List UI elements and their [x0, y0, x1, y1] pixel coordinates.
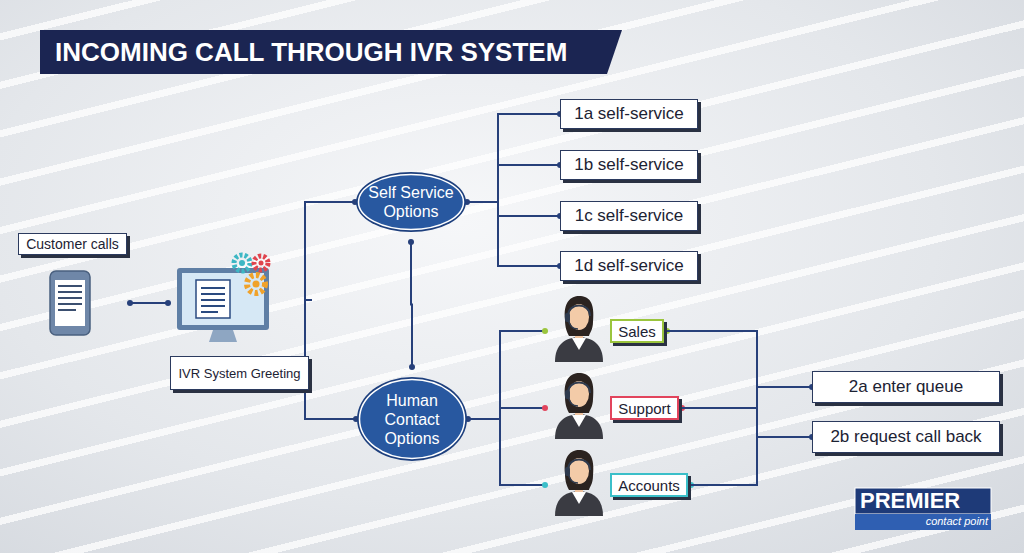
ellipse-fill — [359, 175, 464, 230]
connector-line — [691, 437, 812, 485]
box-text: 1d self-service — [574, 256, 684, 276]
diagram-title: INCOMING CALL THROUGH IVR SYSTEM — [55, 37, 567, 68]
ivr-node: IVR System Greeting — [168, 255, 312, 390]
box-text: IVR System Greeting — [178, 366, 300, 381]
label-card: 1a self-service — [560, 99, 698, 129]
connector-line — [130, 302, 168, 304]
connector-line — [305, 300, 356, 419]
option-label: Self Service Options — [365, 183, 457, 221]
option-ellipse: Self Service Options — [355, 162, 467, 242]
department-node: Support — [545, 377, 682, 439]
connector-line — [467, 114, 560, 202]
option-label: Human Contact Options — [368, 391, 456, 448]
label-card: IVR System Greeting — [170, 356, 309, 390]
connector-dot — [165, 300, 171, 306]
box-text: 2a enter queue — [849, 377, 963, 397]
connector-line — [691, 387, 812, 485]
connector-line — [682, 408, 812, 437]
box-text: Customer calls — [26, 236, 119, 252]
document-lines — [201, 288, 225, 312]
label-card: 2a enter queue — [812, 371, 1000, 403]
monitor-screen — [182, 273, 264, 325]
connector-dot — [409, 364, 415, 370]
label-card: Accounts — [610, 473, 688, 497]
gear-red — [254, 256, 268, 270]
gear-teal — [234, 255, 250, 271]
connector-line — [411, 242, 412, 367]
option-ellipse: Human Contact Options — [356, 367, 468, 471]
ellipse-shape — [355, 162, 467, 242]
ellipse-text-box: Self Service Options — [355, 162, 467, 242]
label-card: 2b request call back — [812, 421, 1000, 453]
self-service-box: 1c self-service — [560, 201, 698, 231]
box-text: 2b request call back — [830, 427, 981, 447]
queue-option-box: 2a enter queue — [812, 371, 1000, 403]
label-card: 1c self-service — [560, 201, 698, 231]
label-card: Customer calls — [18, 233, 127, 255]
department-node: Sales — [545, 300, 667, 362]
box-text: 1b self-service — [574, 155, 684, 175]
ellipse-outline — [357, 377, 467, 461]
box-text: Support — [618, 400, 671, 417]
connector-line — [667, 331, 812, 387]
box-text: 1a self-service — [574, 104, 684, 124]
title-banner — [40, 30, 622, 74]
department-node: Accounts — [545, 454, 691, 516]
label-card: Support — [610, 396, 679, 420]
connector-line — [682, 387, 812, 408]
gear-orange-hub — [253, 281, 260, 288]
connector-line — [468, 419, 545, 485]
logo-bar — [855, 514, 991, 530]
connector-dot — [542, 405, 548, 411]
connector-line — [468, 331, 545, 419]
self-service-box: 1b self-service — [560, 150, 698, 180]
label-card: Sales — [610, 319, 664, 343]
logo-name: PREMIER — [860, 489, 960, 513]
gear-orange — [247, 275, 265, 293]
monitor-stand — [209, 330, 237, 342]
phone-screen — [55, 280, 85, 326]
connector-dot — [542, 482, 548, 488]
ellipse-outline — [356, 172, 466, 232]
logo-box — [855, 488, 991, 514]
queue-option-box: 2b request call back — [812, 421, 1000, 453]
connector-line — [467, 202, 560, 216]
monitor-frame — [177, 268, 269, 330]
label-card: 1b self-service — [560, 150, 698, 180]
phone-body — [50, 271, 90, 335]
agent-icon — [555, 450, 603, 516]
label-card: 1d self-service — [560, 251, 698, 281]
box-text: Sales — [618, 323, 656, 340]
agent-icon — [555, 373, 603, 439]
ellipse-fill — [360, 380, 465, 459]
connector-dot — [542, 328, 548, 334]
phone-lines — [58, 286, 82, 310]
box-text: 1c self-service — [575, 206, 684, 226]
self-service-box: 1a self-service — [560, 99, 698, 129]
document-icon — [196, 280, 230, 318]
agent-icon — [555, 296, 603, 362]
gear-teal-hub — [239, 260, 245, 266]
connector-dot — [408, 239, 414, 245]
caller-node: Customer calls — [18, 233, 130, 340]
self-service-box: 1d self-service — [560, 251, 698, 281]
box-text: Accounts — [618, 477, 680, 494]
ellipse-text-box: Human Contact Options — [356, 367, 468, 471]
connector-line — [467, 165, 560, 202]
connector-line — [468, 408, 545, 419]
connector-line — [667, 331, 812, 437]
connector-line — [467, 202, 560, 266]
connector-dot — [127, 300, 133, 306]
connector-line — [305, 202, 355, 300]
logo-tagline: contact point — [926, 515, 988, 527]
gear-red-hub — [259, 261, 264, 266]
